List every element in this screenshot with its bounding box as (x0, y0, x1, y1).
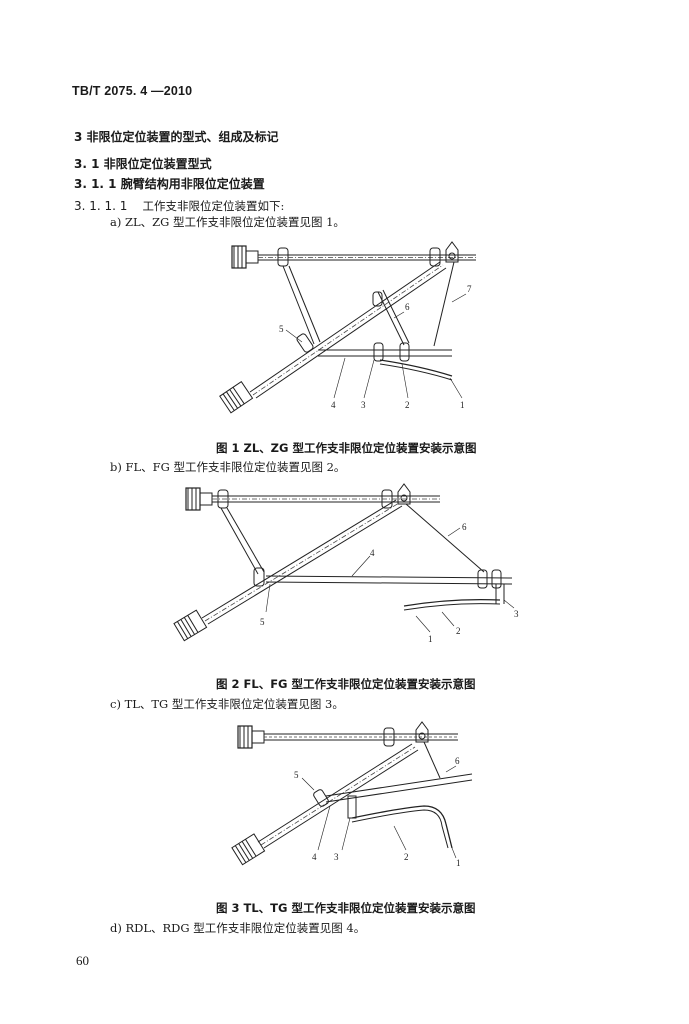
clause-number: 3. 1. 1. 1 (74, 199, 128, 213)
fig2-callout-4: 4 (370, 548, 375, 558)
clause-3-1-1-1: 3. 1. 1. 1 工作支非限位定位装置如下: (74, 195, 284, 214)
figure-3-caption: 图 3 TL、TG 型工作支非限位定位装置安装示意图 (216, 901, 476, 915)
standard-code-header: TB/T 2075. 4 —2010 (72, 84, 193, 98)
fig1-callout-7: 7 (467, 284, 472, 294)
fig2-top-tube (185, 483, 440, 511)
fig3-callout-5: 5 (294, 770, 299, 780)
fig3-callout-1: 1 (456, 858, 461, 868)
fig3-top-tube (237, 721, 458, 749)
fig3-callout-6: 6 (455, 756, 460, 766)
fig1-callout-2: 2 (405, 400, 410, 410)
fig3-callout-3: 3 (334, 852, 339, 862)
fig2-callout-3: 3 (514, 609, 519, 619)
fig2-oblique-tube (173, 499, 403, 642)
fig1-callout-6: 6 (405, 302, 410, 312)
figure-2-caption: 图 2 FL、FG 型工作支非限位定位装置安装示意图 (216, 677, 476, 691)
fig2-callout-1: 1 (428, 634, 433, 644)
fig3-oblique-tube (231, 743, 419, 866)
fig1-locator-tube (318, 342, 452, 362)
fig3-callout-2: 2 (404, 852, 409, 862)
item-d: d) RDL、RDG 型工作支非限位定位装置见图 4。 (110, 921, 366, 935)
section-3-1-1-title: 3. 1. 1 腕臂结构用非限位定位装置 (74, 177, 265, 191)
clause-text: 工作支非限位定位装置如下: (142, 199, 285, 213)
fig2-callout-2: 2 (456, 626, 461, 636)
fig1-strut (282, 265, 321, 345)
fig1-callout-1: 1 (460, 400, 465, 410)
item-a: a) ZL、ZG 型工作支非限位定位装置见图 1。 (110, 215, 345, 229)
item-b: b) FL、FG 型工作支非限位定位装置见图 2。 (110, 460, 346, 474)
section-3-title: 3 非限位定位装置的型式、组成及标记 (74, 130, 279, 144)
fig1-callout-4: 4 (331, 400, 336, 410)
item-c: c) TL、TG 型工作支非限位定位装置见图 3。 (110, 697, 344, 711)
fig1-callout-3: 3 (361, 400, 366, 410)
fig1-top-tube (231, 241, 476, 269)
fig2-callout-6: 6 (462, 522, 467, 532)
fig3-callout-4: 4 (312, 852, 317, 862)
fig1-oblique-tube (219, 261, 447, 414)
page-number: 60 (76, 953, 89, 968)
fig1-callout-5: 5 (279, 324, 284, 334)
fig2-callout-5: 5 (260, 617, 265, 627)
section-3-1-title: 3. 1 非限位定位装置型式 (74, 157, 212, 171)
fig3-locator-tube (325, 773, 473, 819)
figure-1-caption: 图 1 ZL、ZG 型工作支非限位定位装置安装示意图 (216, 441, 477, 455)
fig2-strut (220, 507, 265, 587)
